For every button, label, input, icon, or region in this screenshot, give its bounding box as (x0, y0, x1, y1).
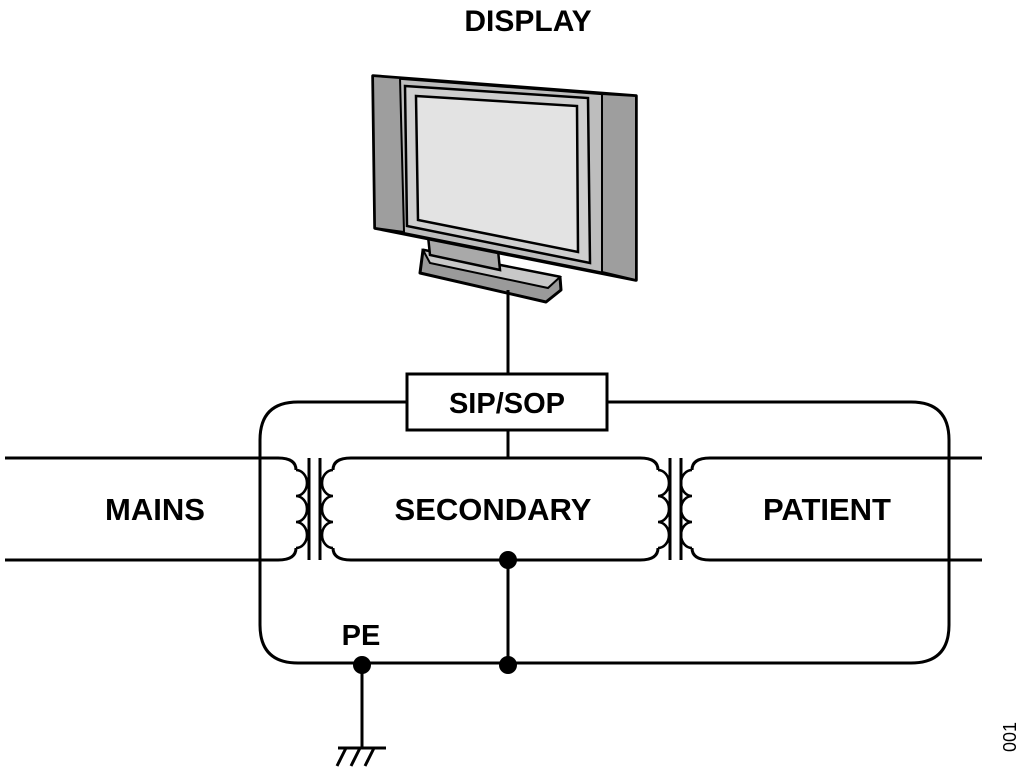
patient-wires (690, 456, 982, 562)
ground-symbol-icon (335, 746, 386, 767)
junction-dot (499, 656, 517, 674)
transformer-symbol-icon (657, 458, 693, 560)
secondary-label: SECONDARY (395, 492, 592, 527)
enclosure-outline (258, 400, 951, 665)
pe-label: PE (342, 620, 381, 652)
display-title: DISPLAY (464, 5, 591, 38)
patient-label: PATIENT (763, 492, 891, 527)
mains-label: MAINS (105, 492, 205, 527)
figure-id: 001 (1000, 722, 1020, 752)
sip-sop-box: SIP/SOP (405, 372, 609, 432)
sip-sop-label: SIP/SOP (449, 388, 565, 420)
mains-wires (5, 456, 298, 562)
secondary-wires (331, 456, 660, 562)
transformer-symbol-icon (295, 458, 334, 560)
flat-panel-monitor-icon (371, 74, 638, 304)
junction-dot (499, 551, 517, 569)
